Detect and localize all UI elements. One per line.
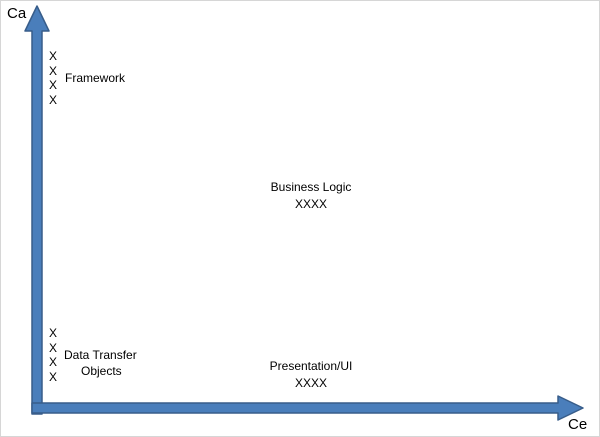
framework-mark: X	[49, 92, 58, 107]
data-transfer-objects-marks: X X X X	[49, 326, 57, 384]
y-axis-label: Ca	[7, 5, 27, 22]
dto-mark: X	[49, 369, 58, 384]
dto-mark: X	[49, 326, 58, 340]
framework-mark: X	[49, 63, 58, 78]
x-axis-label: Ce	[568, 416, 588, 433]
business-logic-cluster: Business Logic XXXX	[241, 179, 381, 213]
data-transfer-objects-label-line2: Objects	[81, 364, 122, 378]
data-transfer-objects-label-line1: Data Transfer	[64, 348, 137, 362]
framework-label: Framework	[65, 71, 126, 85]
framework-mark: X	[49, 78, 58, 92]
dto-mark: X	[49, 355, 58, 369]
business-logic-marks: XXXX	[294, 197, 327, 211]
business-logic-label: Business Logic	[270, 180, 352, 194]
presentation-ui-cluster: Presentation/UI XXXX	[241, 358, 381, 392]
dto-mark: X	[49, 340, 58, 355]
presentation-ui-label: Presentation/UI	[269, 359, 353, 373]
presentation-ui-marks: XXXX	[294, 376, 327, 390]
framework-mark: X	[49, 49, 58, 63]
y-axis-arrow-icon	[24, 5, 50, 415]
x-axis-arrow-icon	[31, 395, 584, 421]
framework-marks: X X X X	[49, 49, 57, 107]
